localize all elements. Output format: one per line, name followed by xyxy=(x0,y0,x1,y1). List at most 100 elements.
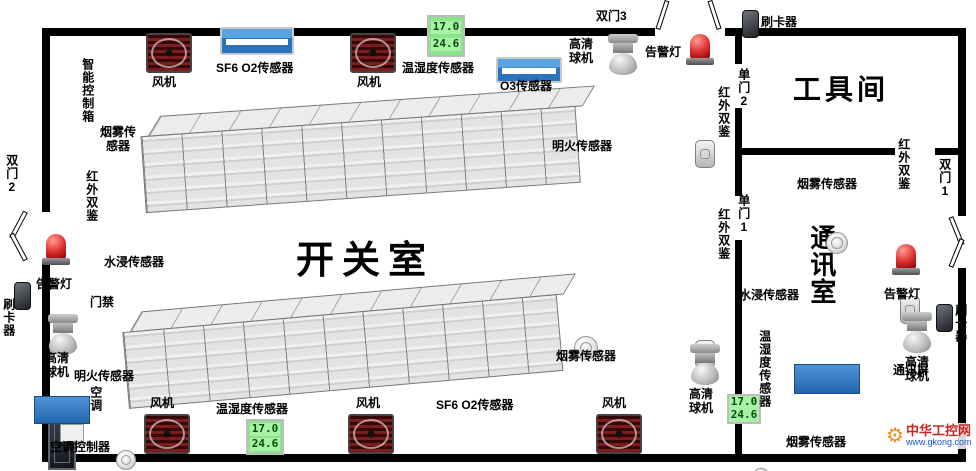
hd-camera-icon xyxy=(608,34,638,75)
flame-sensor-label: 明火传感器 xyxy=(552,139,613,153)
temp-humidity-sensor-label: 温湿度传感器 xyxy=(216,402,289,416)
alarm-light-label: 告警灯 xyxy=(645,45,682,59)
sf6-o2-sensor-label: SF6 O2传感器 xyxy=(216,61,294,75)
infrared-detector-label: 红外双鉴 xyxy=(84,170,99,222)
fan-label: 风机 xyxy=(152,75,177,89)
sf6-o2-sensor-icon xyxy=(220,27,294,55)
door-leaf xyxy=(9,232,28,262)
infrared-detector-label: 红外双鉴 xyxy=(716,208,731,260)
wall-top-right xyxy=(725,28,966,36)
wall-inner-horizontal-b xyxy=(935,148,958,155)
watermark: ⚙ 中华工控网 www.gkong.com xyxy=(884,423,974,450)
hd-camera-icon xyxy=(48,314,78,355)
card-reader-icon xyxy=(936,304,953,332)
water-sensor-label: 水浸传感器 xyxy=(104,255,165,269)
wall-inner-vertical-c xyxy=(735,240,742,454)
fan-label: 风机 xyxy=(357,75,382,89)
fan-icon xyxy=(350,33,396,73)
temp-humidity-display: 17.0 24.6 xyxy=(427,15,465,57)
hd-camera-label: 高清球机 xyxy=(44,351,69,379)
wall-right-lower xyxy=(958,268,966,462)
card-reader-icon xyxy=(14,282,31,310)
fan-label: 风机 xyxy=(356,396,381,410)
fan-icon xyxy=(144,414,190,454)
hd-camera-icon xyxy=(902,312,932,353)
room-title-tool-room: 工具间 xyxy=(793,74,890,105)
o3-sensor-icon xyxy=(496,57,562,83)
infrared-detector-label: 红外双鉴 xyxy=(716,86,731,138)
card-reader-label: 刷卡器 xyxy=(1,298,16,337)
access-control-label: 门禁 xyxy=(90,295,115,309)
door-double-2-label: 双门2 xyxy=(4,154,19,195)
temp-humidity-sensor-label: 温湿度传感器 xyxy=(402,61,475,75)
lcd-temp-value: 17.0 xyxy=(728,395,760,409)
wall-inner-vertical-a xyxy=(735,28,742,64)
hd-camera-label: 高清球机 xyxy=(688,387,713,415)
door-leaf xyxy=(948,238,965,268)
smoke-sensor-label: 烟雾传感器 xyxy=(99,125,136,153)
smart-control-box-label: 智能控制箱 xyxy=(80,58,95,123)
o3-sensor-label: O3传感器 xyxy=(500,79,553,93)
ac-controller-icon xyxy=(60,424,84,442)
fan-icon xyxy=(146,33,192,73)
alarm-light-icon xyxy=(892,244,920,275)
door-single-1-label: 单门1 xyxy=(736,194,751,235)
temp-humidity-display: 17.0 24.6 xyxy=(246,419,284,455)
wall-inner-horizontal-a xyxy=(742,148,895,155)
hd-camera-icon xyxy=(690,344,720,385)
smoke-sensor-icon xyxy=(116,450,136,470)
door-single-2-label: 单门2 xyxy=(736,68,751,109)
fan-icon xyxy=(348,414,394,454)
smoke-sensor-label: 烟雾传感器 xyxy=(786,435,847,449)
ac-controller-label: 空调控制器 xyxy=(50,440,111,454)
flame-sensor-label: 明火传感器 xyxy=(74,369,135,383)
fan-label: 风机 xyxy=(150,396,175,410)
air-conditioner-label: 空调 xyxy=(88,386,103,412)
infrared-detector-label: 红外双鉴 xyxy=(896,138,911,190)
alarm-light-icon xyxy=(686,34,714,65)
fan-icon xyxy=(596,414,642,454)
air-conditioner-icon xyxy=(34,396,90,424)
wall-left-lower xyxy=(42,262,50,462)
door-double-1-label: 双门1 xyxy=(937,158,952,199)
door-leaf xyxy=(707,0,722,31)
temp-humidity-sensor-label: 温湿度传感器 xyxy=(757,330,772,408)
card-reader-label: 刷卡器 xyxy=(953,304,968,343)
flame-sensor-icon xyxy=(574,336,598,360)
lcd-temp-value: 17.0 xyxy=(430,20,462,34)
card-reader-label: 刷卡器 xyxy=(761,15,798,29)
alarm-light-label: 告警灯 xyxy=(884,287,921,301)
door-leaf xyxy=(655,0,670,31)
door-double-3-label: 双门3 xyxy=(596,9,627,23)
hd-camera-label: 高清球机 xyxy=(568,37,593,65)
wall-top-left xyxy=(42,28,655,36)
fan-label: 风机 xyxy=(602,396,627,410)
cabinet-row-top xyxy=(139,85,596,214)
infrared-detector-icon xyxy=(695,140,715,168)
wall-left-upper xyxy=(42,28,50,212)
card-reader-icon xyxy=(742,10,759,38)
wall-inner-vertical-b xyxy=(735,108,742,196)
alarm-light-label: 告警灯 xyxy=(36,277,73,291)
hd-camera-label: 高清球机 xyxy=(904,355,929,383)
lcd-humidity-value: 24.6 xyxy=(430,37,462,51)
wall-bottom xyxy=(42,454,966,462)
water-sensor-label: 水浸传感器 xyxy=(739,288,800,302)
comm-screen-label: 通讯屏 xyxy=(893,363,930,377)
alarm-light-icon xyxy=(42,234,70,265)
watermark-url: www.gkong.com xyxy=(905,437,972,448)
smoke-sensor-label: 烟雾传感器 xyxy=(797,177,858,191)
lcd-humidity-value: 24.6 xyxy=(728,408,760,422)
room-title-switch-room: 开关室 xyxy=(296,240,435,282)
smoke-sensor-icon xyxy=(826,232,848,254)
wall-right-upper xyxy=(958,28,966,216)
comm-screen-icon xyxy=(794,364,860,394)
smoke-sensor-label: 烟雾传感器 xyxy=(556,349,617,363)
watermark-title: 中华工控网 xyxy=(905,423,971,438)
gear-icon: ⚙ xyxy=(886,425,904,448)
lcd-humidity-value: 24.6 xyxy=(249,437,281,451)
temp-humidity-display: 17.0 24.6 xyxy=(727,394,761,424)
lcd-temp-value: 17.0 xyxy=(249,422,281,436)
cabinet-row-bottom xyxy=(121,273,576,409)
